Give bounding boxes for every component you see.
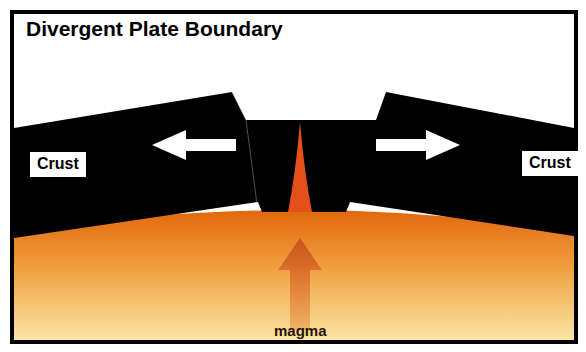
magma-plume: [288, 122, 312, 212]
frame: [12, 12, 576, 342]
crust-label: Crust: [529, 154, 571, 172]
crust-label-box: Crust: [522, 151, 578, 176]
spreading-arrow: [152, 130, 236, 160]
spreading-arrow: [376, 130, 460, 160]
upwelling-arrow: [278, 238, 322, 330]
mantle: [14, 210, 574, 340]
crust-label: Crust: [37, 155, 79, 173]
crust-plates: [14, 92, 574, 238]
magma-label: magma: [274, 322, 327, 339]
crust-label-box: Crust: [30, 152, 86, 177]
diagram-title: Divergent Plate Boundary: [26, 17, 283, 41]
